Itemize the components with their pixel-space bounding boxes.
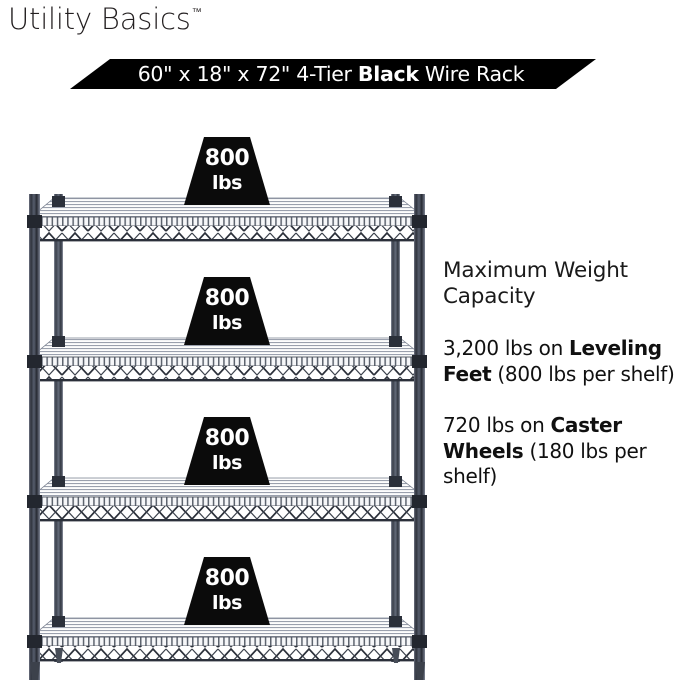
badge-number: 800 bbox=[204, 426, 250, 452]
rear-posts bbox=[54, 194, 400, 662]
capacity-heading: Maximum Weight Capacity bbox=[443, 258, 628, 309]
trademark-symbol: ™ bbox=[191, 7, 202, 18]
leveling-feet bbox=[30, 648, 425, 680]
caster-wheels-tail: (180 lbs per shelf) bbox=[443, 438, 647, 489]
rack-svg bbox=[27, 194, 427, 680]
badge-label: 800 lbs bbox=[184, 557, 270, 625]
leveling-feet-emphasis: Leveling Feet bbox=[443, 336, 662, 386]
capacity-info-block: Maximum Weight Capacity 3,200 lbs on Lev… bbox=[443, 258, 679, 490]
banner-tier: 4-Tier bbox=[296, 62, 352, 86]
banner-product: Wire Rack bbox=[424, 62, 525, 86]
product-title-text: 60" x 18" x 72" 4-Tier Black Wire Rack bbox=[70, 59, 596, 89]
leveling-feet-lead: 3,200 lbs on bbox=[443, 336, 570, 360]
badge-unit: lbs bbox=[212, 452, 242, 475]
banner-color-word: Black bbox=[357, 62, 419, 86]
wire-rack-illustration bbox=[10, 120, 440, 680]
badge-number: 800 bbox=[204, 286, 250, 312]
caster-wheels-emphasis: Caster Wheels bbox=[443, 413, 622, 463]
caster-wheels-lead: 720 lbs on bbox=[443, 413, 551, 438]
brand-logo: Utility Basics™ bbox=[8, 2, 202, 36]
badge-number: 800 bbox=[204, 566, 250, 592]
weight-badge: 800 lbs bbox=[184, 417, 270, 485]
badge-label: 800 lbs bbox=[184, 277, 270, 345]
front-posts bbox=[27, 194, 427, 680]
banner-dimensions: 60" x 18" x 72" bbox=[137, 62, 291, 86]
weight-badge: 800 lbs bbox=[184, 137, 270, 205]
badge-label: 800 lbs bbox=[184, 417, 270, 485]
badge-label: 800 lbs bbox=[184, 137, 270, 205]
leveling-feet-tail: (800 lbs per shelf) bbox=[491, 361, 675, 386]
badge-unit: lbs bbox=[212, 592, 242, 615]
badge-number: 800 bbox=[204, 146, 250, 172]
badge-unit: lbs bbox=[212, 172, 242, 195]
weight-badge: 800 lbs bbox=[184, 277, 270, 345]
product-title-banner: 60" x 18" x 72" 4-Tier Black Wire Rack bbox=[70, 59, 596, 89]
brand-name: Utility Basics bbox=[8, 2, 191, 36]
weight-badge: 800 lbs bbox=[184, 557, 270, 625]
badge-unit: lbs bbox=[212, 312, 242, 335]
capacity-caster-wheels: 720 lbs on Caster Wheels (180 lbs per sh… bbox=[443, 413, 679, 490]
capacity-leveling-feet: 3,200 lbs on Leveling Feet (800 lbs per … bbox=[443, 336, 679, 387]
